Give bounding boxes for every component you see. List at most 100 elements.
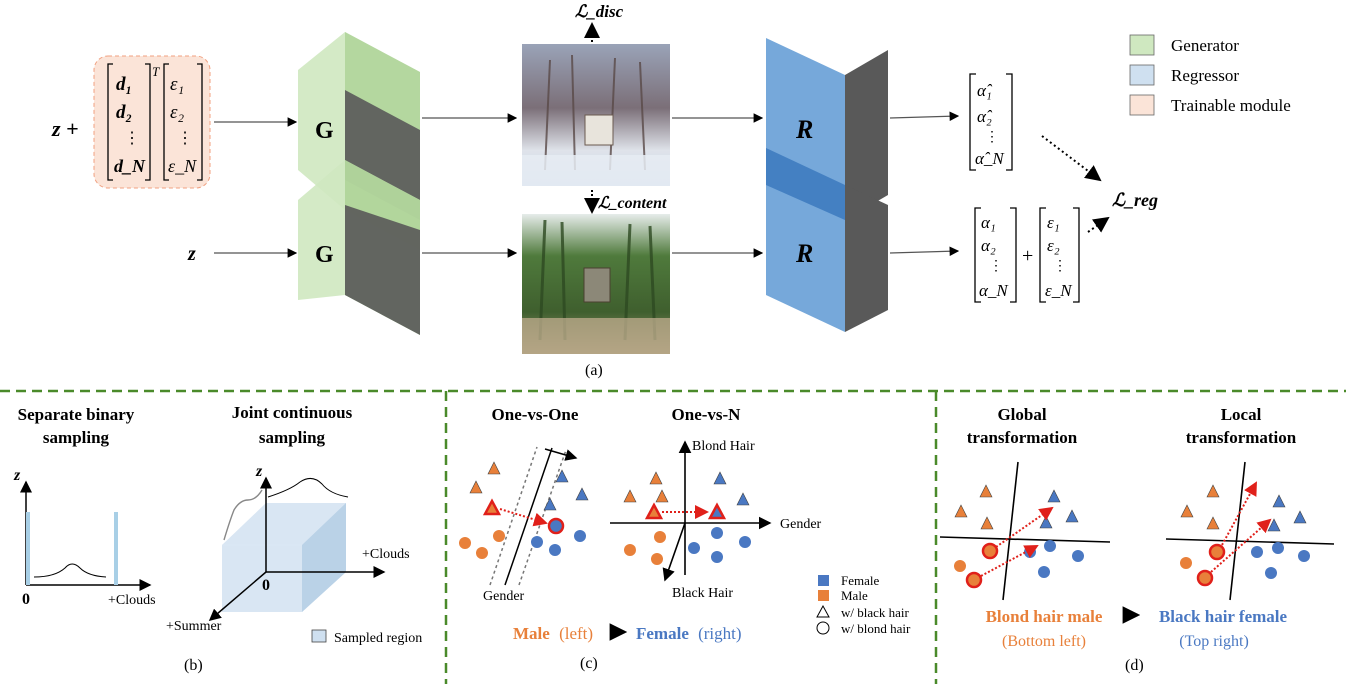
alpha-hat-N: α̂_N [975,149,1005,168]
reg-arrow-top [1041,135,1102,182]
caption-c: (c) [580,655,598,672]
c-normal-arrow [544,448,578,461]
d-local-points [1180,481,1310,587]
generated-image-bottom [522,214,670,354]
b-sampled-label: Sampled region [334,631,422,646]
d2-label: d₂ [116,102,132,123]
eps2-1: ε₁ [1047,213,1060,232]
dN-label: d_N [114,156,146,176]
legend-trainable-label: Trainable module [1171,96,1291,115]
b2-zero-label: 0 [262,577,270,594]
alpha-hat-1: α̂₁ [977,81,993,100]
c-legend-circle-icon [816,621,830,635]
legend-regressor-swatch [1129,64,1155,86]
alpha-1: α₁ [981,213,996,232]
G-top-label: G [315,118,334,144]
caption-b: (b) [184,657,203,674]
loss-content-label: ℒ_content [598,195,667,212]
panel-b: Separate binary sampling Joint continuou… [13,403,422,674]
legend-regressor-label: Regressor [1171,66,1239,85]
b2-curve-top [267,478,349,498]
c-legend-triangle-icon [816,604,830,618]
d-title2-line2: transformation [1186,428,1297,447]
panel-c: One-vs-One One-vs-N Gender Blond [459,405,911,672]
c-legend-black-hair: w/ black hair [841,605,910,620]
c-bottom-text: Male (left) [513,624,593,643]
legend-generator-label: Generator [1171,36,1239,55]
b2-summer-label: +Summer [166,619,222,634]
alpha-N: α_N [979,281,1009,300]
c-gender-axis-label: Gender [780,517,822,532]
d-from-label: Blond hair male [986,607,1103,626]
eps-dots: ⋮ [177,130,193,147]
c-decision-line [504,447,553,586]
c-legend-female: Female [841,573,879,588]
eps2-2: ε₂ [1047,236,1060,255]
eps2-dots: ⋮ [1053,259,1067,274]
b2-z-label: z [255,463,263,480]
b-sampled-swatch [311,629,327,643]
d-to-label: Black hair female [1159,607,1288,626]
c-legend: Female Male w/ black hair w/ blond hair [816,573,911,636]
panel-d: Global transformation Local transformati… [939,405,1335,674]
d-title1-line1: Global [997,405,1046,424]
b-spike-left [26,512,30,585]
legend-a: Generator Regressor Trainable module [1129,34,1291,116]
d-local-axis-v [1229,461,1246,601]
c-gender-label: Gender [483,589,525,604]
b-spike-right [114,512,118,585]
b2-clouds-label: +Clouds [362,547,410,562]
alpha-2: α₂ [981,236,996,255]
legend-trainable-swatch [1129,94,1155,116]
plus-sign: + [1022,245,1033,267]
b-z-label: z [13,467,21,484]
d-to-sub: (Top right) [1179,633,1249,650]
c-legend-female-swatch [818,575,829,586]
loss-disc-label: ℒ_disc [575,2,624,21]
d-local-axis-h [1165,538,1335,545]
b-gaussian-curve [33,563,107,578]
c-points-right [623,471,751,565]
c-blond-label: Blond Hair [692,439,755,454]
alpha-dots: ⋮ [989,259,1003,274]
c-black-axis [662,522,686,582]
c-bottom-text-right: Female (right) [636,624,742,643]
eps2-label: ε₂ [170,102,184,123]
d-global-points [954,484,1084,589]
d1-label: d₁ [116,74,132,95]
d-bracket-left [107,63,113,181]
d-global-axis-v [1002,461,1019,601]
c-title2: One-vs-N [672,405,742,424]
b-clouds-label: +Clouds [108,593,156,608]
c-legend-blond-hair: w/ blond hair [841,621,911,636]
b2-curve-side [223,489,263,541]
R-top-label: R [795,115,813,144]
b-zero-label: 0 [22,591,30,608]
epsN-label: ε_N [168,156,197,176]
R-bottom-label: R [795,239,813,268]
d-bracket-right [145,63,151,181]
alpha-hat-dots: ⋮ [985,130,999,145]
loss-reg-label: ℒ_reg [1112,190,1158,210]
caption-d: (d) [1125,657,1144,674]
eps2-N: ε_N [1045,281,1073,300]
d-title1-line2: transformation [967,428,1078,447]
alpha-hat-2: α̂₂ [977,107,993,126]
d-dots: ⋮ [124,130,140,147]
c-legend-male: Male [841,588,868,603]
b2-y-axis [208,571,267,621]
arrow-to-alpha-hat [889,111,960,122]
c-points-left [459,461,589,559]
z-bottom-label: z [187,243,196,265]
panel-a: z + d₁ d₂ ⋮ d_N T ε₁ ε₂ ⋮ ε_N z G G [51,2,1291,379]
d-global-axis-h [939,536,1111,543]
c-bottom-left: (left) [559,624,593,643]
b-title2-line2: sampling [259,428,326,447]
c-title1: One-vs-One [492,405,579,424]
c-bottom-right: (right) [698,624,741,643]
d-from-sub: (Bottom left) [1002,633,1086,650]
caption-a: (a) [585,362,603,379]
eps-bracket-right [197,63,203,181]
